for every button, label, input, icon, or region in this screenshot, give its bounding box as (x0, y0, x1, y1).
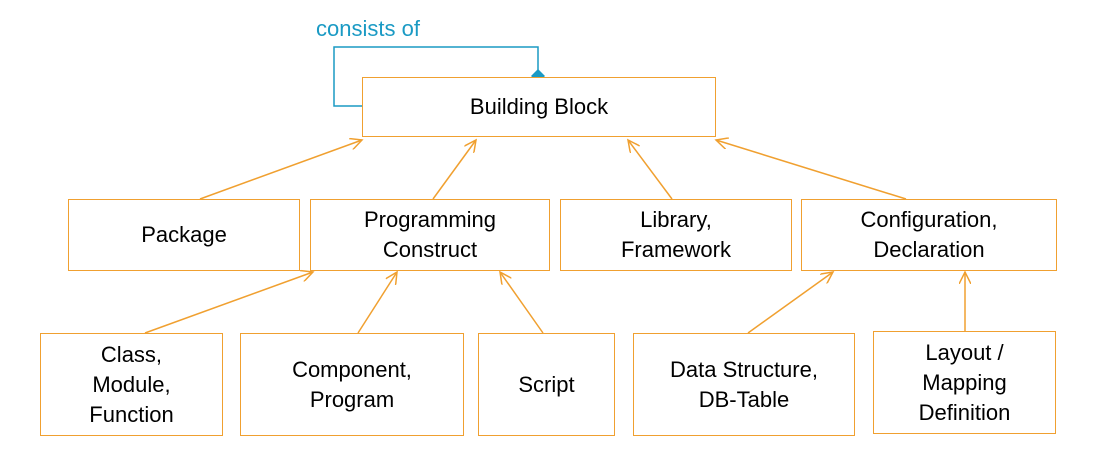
arrow-configuration-declaration-to-building-block (716, 140, 907, 200)
arrow-class-module-function-to-programming-construct (144, 272, 313, 334)
layout-mapping-definition-box: Layout / Mapping Definition (873, 331, 1056, 434)
arrow-programming-construct-to-building-block (432, 140, 476, 200)
building-block-box: Building Block (362, 77, 716, 137)
data-structure-db-table-box: Data Structure, DB-Table (633, 333, 855, 436)
consists-of-connector (333, 46, 539, 107)
arrow-package-to-building-block (199, 140, 362, 200)
library-framework-box: Library, Framework (560, 199, 792, 271)
arrow-library-framework-to-building-block (628, 140, 673, 200)
configuration-declaration-box: Configuration, Declaration (801, 199, 1057, 271)
script-box: Script (478, 333, 615, 436)
consists-of-label: consists of (316, 16, 420, 41)
programming-construct-box: Programming Construct (310, 199, 550, 271)
component-program-box: Component, Program (240, 333, 464, 436)
package-box: Package (68, 199, 300, 271)
arrow-component-program-to-programming-construct (357, 272, 397, 334)
arrow-data-structure-db-table-to-configuration-declaration (747, 272, 833, 334)
arrow-script-to-programming-construct (500, 272, 544, 334)
class-module-function-box: Class, Module, Function (40, 333, 223, 436)
